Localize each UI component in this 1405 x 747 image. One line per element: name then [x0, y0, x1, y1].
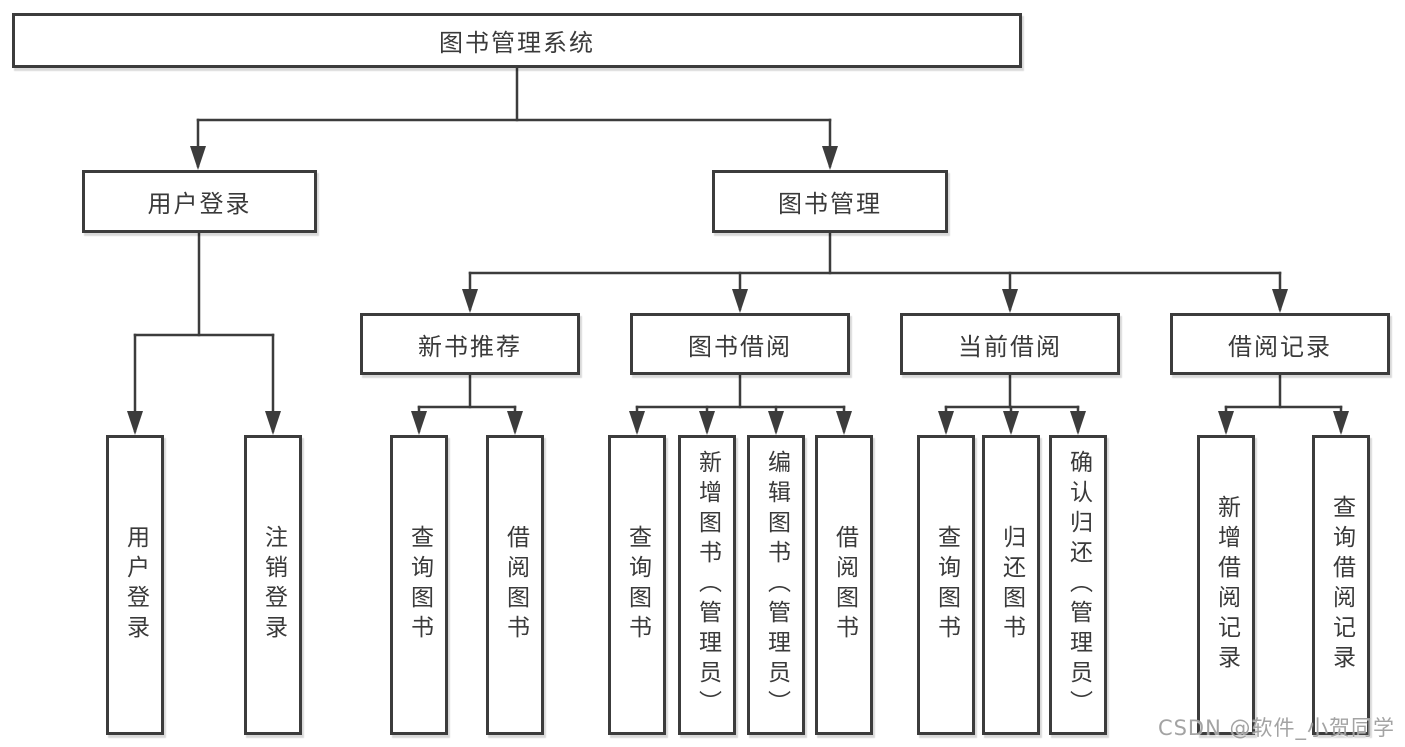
leaf-edit-book-admin: 编辑图书（管理员）: [747, 435, 805, 735]
node-borrowing-records: 借阅记录: [1170, 313, 1390, 375]
node-label: 新增借阅记录: [1213, 495, 1240, 675]
node-label: 新书推荐: [418, 332, 522, 361]
node-label: 图书借阅: [688, 332, 792, 361]
node-label: 用户登录: [122, 525, 149, 645]
leaf-logout: 注销登录: [244, 435, 302, 735]
csdn-watermark: CSDN @软件_小贺同学: [1157, 716, 1395, 740]
leaf-borrow-books-borrow: 借阅图书: [815, 435, 873, 735]
node-label: 图书管理系统: [439, 29, 595, 57]
node-label: 借阅记录: [1228, 332, 1332, 361]
node-label: 查询图书: [406, 525, 433, 645]
node-book-borrowing: 图书借阅: [630, 313, 850, 375]
node-library-management-system: 图书管理系统: [12, 13, 1022, 68]
leaf-user-login: 用户登录: [106, 435, 164, 735]
node-label: 借阅图书: [831, 525, 858, 645]
leaf-borrow-books-recommend: 借阅图书: [486, 435, 544, 735]
node-label: 归还图书: [998, 525, 1025, 645]
node-label: 编辑图书（管理员）: [763, 450, 790, 720]
node-label: 图书管理: [778, 190, 882, 218]
node-user-login: 用户登录: [82, 170, 317, 233]
node-new-book-recommend: 新书推荐: [360, 313, 580, 375]
node-book-management: 图书管理: [712, 170, 948, 233]
node-label: 用户登录: [147, 190, 252, 218]
node-current-borrowing: 当前借阅: [900, 313, 1120, 375]
leaf-query-books-current: 查询图书: [917, 435, 975, 735]
leaf-add-book-admin: 新增图书（管理员）: [678, 435, 736, 735]
node-label: 注销登录: [260, 525, 287, 645]
leaf-add-borrow-record: 新增借阅记录: [1197, 435, 1255, 735]
leaf-return-books: 归还图书: [982, 435, 1040, 735]
node-label: 查询图书: [933, 525, 960, 645]
leaf-query-books-borrow: 查询图书: [608, 435, 666, 735]
node-label: 新增图书（管理员）: [694, 450, 721, 720]
leaf-query-books-recommend: 查询图书: [390, 435, 448, 735]
node-label: 查询借阅记录: [1328, 495, 1355, 675]
node-label: 当前借阅: [958, 332, 1062, 361]
leaf-query-borrow-record: 查询借阅记录: [1312, 435, 1370, 735]
leaf-confirm-return-admin: 确认归还（管理员）: [1049, 435, 1107, 735]
node-label: 确认归还（管理员）: [1065, 450, 1092, 720]
node-label: 查询图书: [624, 525, 651, 645]
node-label: 借阅图书: [502, 525, 529, 645]
